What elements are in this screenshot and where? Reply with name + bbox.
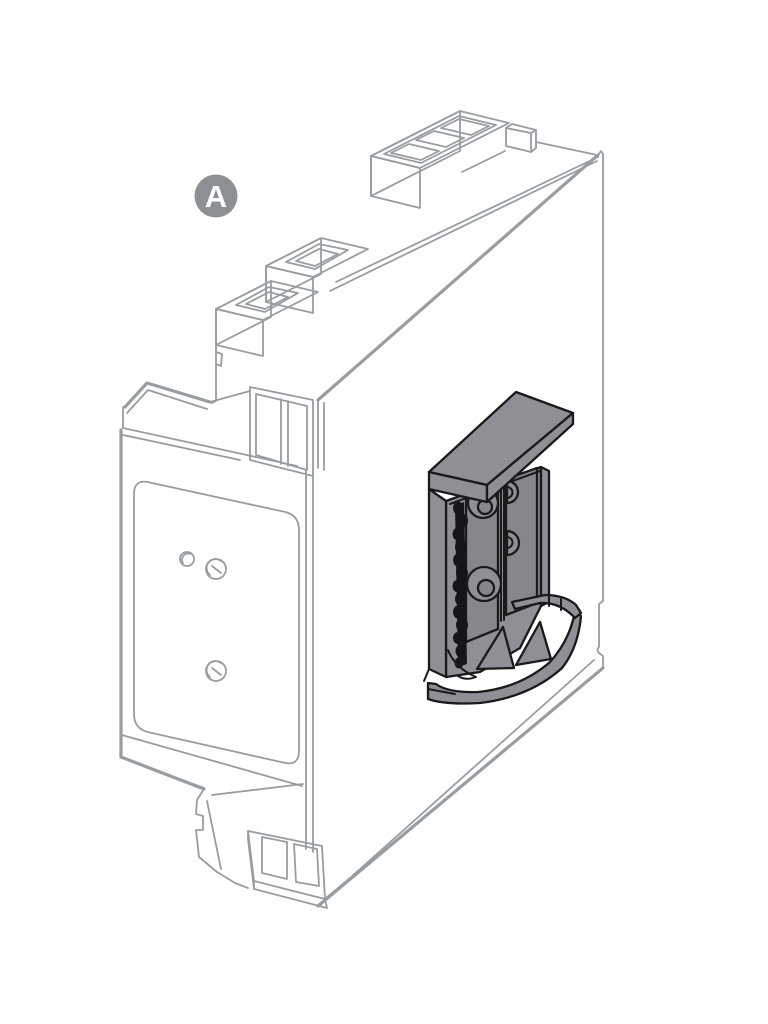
screw-top [205, 558, 227, 580]
rear-panel-tab [505, 123, 598, 156]
front-corner-edges [305, 399, 325, 853]
clip-serration-strip [452, 501, 468, 669]
din-module-outline [119, 110, 605, 909]
badge-circle [194, 174, 238, 218]
clip-bumps [505, 479, 521, 557]
bottom-bracket [195, 783, 328, 909]
badge-letter: A [205, 179, 227, 214]
terminal-block-2 [265, 237, 369, 314]
clip-cap [427, 390, 575, 504]
screw-bottom [205, 660, 227, 682]
mounting-clip [423, 390, 583, 705]
bottom-edges [316, 659, 605, 908]
clip-foot [423, 593, 583, 705]
screw-small [179, 551, 195, 567]
left-shoulder [122, 344, 251, 429]
terminal-block-1 [370, 110, 510, 209]
clip-boss-bottom [465, 565, 503, 603]
right-edge [596, 150, 604, 669]
side-vent-window [249, 386, 314, 477]
callout-badge-a: A [194, 174, 238, 218]
clip-left-column [427, 487, 448, 679]
clip-body-side [539, 465, 551, 608]
front-face [119, 427, 303, 791]
top-face-edges [316, 150, 600, 402]
terminal-block-3 [215, 280, 319, 357]
front-panel [133, 480, 300, 765]
